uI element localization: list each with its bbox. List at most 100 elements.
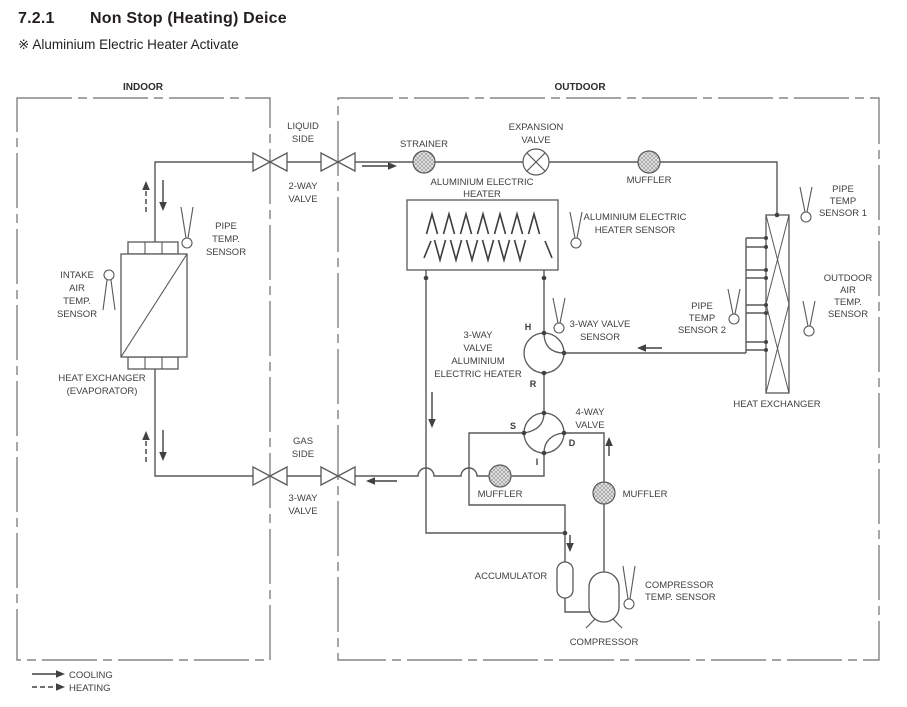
port-label-s: S	[510, 421, 516, 431]
pipe-temp-sensor-indoor-label-3: SENSOR	[206, 247, 246, 258]
outdoor-coil-lattice	[765, 214, 790, 394]
two-way-valve-label-1: 2-WAY	[288, 181, 318, 192]
legend-heating-arrow-icon	[32, 683, 65, 691]
heater-sensor-label-1: ALUMINIUM ELECTRIC	[584, 212, 687, 223]
four-way-valve-flow-paths	[523, 412, 565, 454]
evaporator-label-1: HEAT EXCHANGER	[58, 373, 145, 384]
arrow-indoor-bottom-cooling-down	[159, 430, 167, 461]
intake-air-label-3: TEMP.	[63, 296, 91, 307]
arrow-outdoor-coil-left	[637, 344, 662, 352]
liquid-side-label-2: SIDE	[292, 134, 314, 145]
arrow-discharge-up	[605, 437, 613, 456]
pipe-distributor-stubs	[746, 237, 766, 351]
port-label-i: I	[536, 457, 539, 467]
muffler-discharge-label: MUFFLER	[623, 489, 668, 500]
evaporator-label-2: (EVAPORATOR)	[67, 386, 138, 397]
junction-dots	[423, 212, 780, 536]
indoor-heat-exchanger: HEAT EXCHANGER (EVAPORATOR)	[58, 241, 188, 397]
arrow-heater-drop-down	[428, 392, 436, 428]
liquid-service-valve	[320, 151, 356, 173]
pipe-temp-2-label-1: PIPE	[691, 301, 713, 312]
port-label-h: H	[525, 322, 532, 332]
three-way-heater-label-1: 3-WAY	[463, 330, 493, 341]
muffler-discharge: MUFFLER	[592, 481, 668, 505]
expansion-valve-cross-icon	[526, 152, 546, 172]
arrow-indoor-top-cooling-down	[159, 180, 167, 211]
pipe-temp-sensor-indoor-icon	[180, 206, 194, 249]
muffler-top-label: MUFFLER	[627, 175, 672, 186]
expansion-valve: EXPANSION VALVE	[509, 122, 564, 176]
compressor-temp-sensor-icon	[622, 565, 636, 610]
four-way-valve: S D I 4-WAY VALVE	[510, 407, 605, 467]
pipe-temp-1-label-3: SENSOR 1	[819, 208, 867, 219]
flow-arrows	[142, 162, 662, 552]
expansion-valve-label-1: EXPANSION	[509, 122, 564, 133]
pipe-indoor-gas-riser	[154, 369, 253, 477]
intake-air-temp-sensor-icon	[102, 269, 116, 311]
pipe-compressor-discharge	[564, 432, 605, 572]
accumulator: ACCUMULATOR	[475, 561, 574, 599]
pipe-heater-left-drop	[425, 270, 565, 534]
liquid-side-label-1: LIQUID	[287, 121, 319, 132]
pipe-temp-2-label-2: TEMP	[689, 313, 715, 324]
intake-air-label-1: INTAKE	[60, 270, 94, 281]
pipe-temp-1-label-2: TEMP	[830, 196, 856, 207]
three-way-valve-flow-path	[543, 332, 565, 354]
pipe-liquid-line	[355, 161, 778, 215]
hx-detail-lines	[120, 242, 188, 369]
three-way-sensor-label-1: 3-WAY VALVE	[570, 319, 631, 330]
intake-air-label-4: SENSOR	[57, 309, 97, 320]
legend-cooling-label: COOLING	[69, 670, 113, 681]
arrow-accumulator-down	[566, 535, 574, 552]
hx-top-header	[127, 241, 179, 255]
port-label-r: R	[530, 379, 537, 389]
gas-side-label-1: GAS	[293, 436, 313, 447]
three-way-valve-label-1: 3-WAY	[288, 493, 318, 504]
arrow-indoor-top-heating-up	[142, 181, 150, 212]
gas-3way-valve	[252, 465, 288, 487]
three-way-heater-label-2: VALVE	[463, 343, 492, 354]
legend: COOLING HEATING	[32, 670, 113, 694]
pipe-suction-s-port	[468, 432, 566, 533]
pipe-temp-1-label-1: PIPE	[832, 184, 854, 195]
arrow-indoor-bottom-heating-up	[142, 431, 150, 462]
pipe-gas-line	[355, 453, 545, 477]
compressor-sensor-label-2: TEMP. SENSOR	[645, 592, 716, 603]
port-label-d: D	[569, 438, 576, 448]
strainer-label: STRAINER	[400, 139, 448, 150]
arrow-liquid-cooling-right	[362, 162, 397, 170]
sensors	[102, 186, 816, 610]
compressor-label: COMPRESSOR	[570, 637, 639, 648]
pipe-temp-sensor-2-icon	[727, 288, 741, 325]
outdoor-section-label: OUTDOOR	[554, 82, 606, 93]
pipe-temp-sensor-1-icon	[799, 186, 813, 223]
two-way-valve-label-2: VALVE	[288, 194, 317, 205]
section-title: Non Stop (Heating) Deice	[90, 10, 287, 27]
outdoor-air-temp-sensor-icon	[802, 300, 816, 337]
muffler-top: MUFFLER	[627, 150, 672, 186]
outdoor-hx-label: HEAT EXCHANGER	[733, 399, 820, 410]
outdoor-air-label-2: AIR	[840, 285, 856, 296]
three-way-valve-sensor-icon	[552, 297, 566, 334]
gas-side-label-2: SIDE	[292, 449, 314, 460]
legend-heating-label: HEATING	[69, 683, 111, 694]
arrow-gas-cooling-left	[366, 477, 397, 485]
legend-cooling-arrow-icon	[32, 670, 65, 678]
outdoor-air-label-1: OUTDOOR	[824, 273, 873, 284]
outdoor-air-label-4: SENSOR	[828, 309, 868, 320]
muffler-suction-label: MUFFLER	[478, 489, 523, 500]
heater-element-icon	[423, 210, 553, 264]
muffler-suction: MUFFLER	[478, 464, 523, 500]
pipe-temp-sensor-indoor-label-2: TEMP.	[212, 234, 240, 245]
three-way-heater-label-4: ELECTRIC HEATER	[434, 369, 522, 380]
page-subtitle: ※ Aluminium Electric Heater Activate	[18, 37, 239, 52]
aluminium-electric-heater-sensor-icon	[569, 211, 583, 249]
heater-sensor-label-2: HEATER SENSOR	[595, 225, 676, 236]
section-number: 7.2.1	[18, 10, 55, 27]
three-way-heater-label-3: ALUMINIUM	[451, 356, 504, 367]
outdoor-boundary-box	[337, 97, 880, 661]
refrigerant-pipes	[154, 161, 778, 613]
heater-label-2: HEATER	[463, 189, 501, 200]
outdoor-coil-body	[765, 214, 790, 394]
